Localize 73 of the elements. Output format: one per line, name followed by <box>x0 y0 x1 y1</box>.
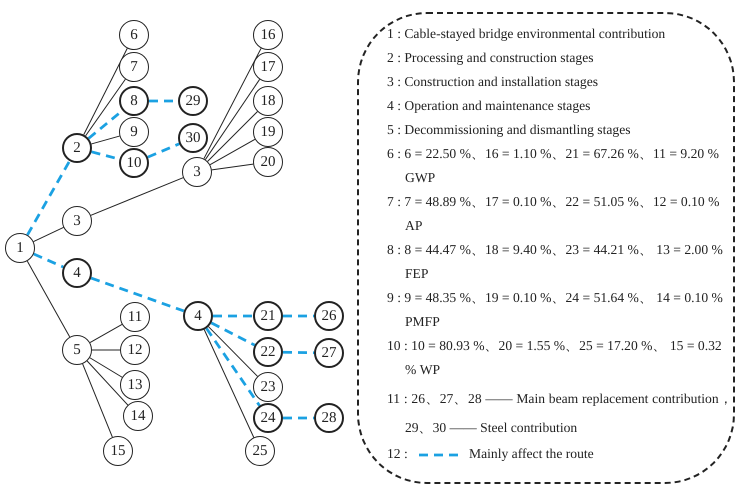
connector-line <box>90 324 122 344</box>
connector-line <box>90 136 120 144</box>
dashed-line <box>210 322 256 346</box>
connector-line <box>26 260 70 338</box>
numbered-circle: 27 <box>314 338 344 368</box>
numbered-circle: 30 <box>178 123 208 153</box>
dashed-line <box>26 160 71 236</box>
legend-text: 5 : Decommissioning and dismantling stages <box>387 121 631 139</box>
legend-text: 10 : 10 = 80.93 %、20 = 1.55 %、25 = 17.20 %、 15 = 0.32 % WP <box>387 337 723 379</box>
connector-line <box>82 363 113 438</box>
numbered-circle: 5 <box>62 335 92 365</box>
legend-text: 1 : Cable-stayed bridge environmental contribution <box>387 25 666 43</box>
legend-text: 12 : <box>387 445 408 463</box>
numbered-circle: 16 <box>253 20 283 50</box>
numbered-circle: 26 <box>314 301 344 331</box>
legend-text: 3 : Construction and installation stages <box>387 73 598 91</box>
numbered-circle: 13 <box>120 370 150 400</box>
numbered-circle: 9 <box>119 117 149 147</box>
legend-text: 11 : 26、27、28 —— Main beam replacement contribution，29、30 —— Steel contribution <box>387 390 733 437</box>
connector-line <box>89 357 123 378</box>
connector-line <box>86 360 128 406</box>
numbered-circle: 14 <box>123 401 153 431</box>
numbered-circle: 29 <box>178 86 208 116</box>
dashed-line <box>33 252 64 268</box>
dashed-line <box>213 314 253 318</box>
numbered-circle: 6 <box>119 20 149 50</box>
legend-text: 4 : Operation and maintenance stages <box>387 97 590 115</box>
connector-line <box>210 138 256 166</box>
legend-text: 2 : Processing and construction stages <box>387 49 594 67</box>
dashed-line <box>283 314 314 318</box>
numbered-circle: 21 <box>253 301 283 331</box>
legend-text: 9 : 9 = 48.35 %、19 = 0.10 %、24 = 51.64 %、 14 = 0.10 % PMFP <box>387 289 724 331</box>
connector-line <box>33 226 64 242</box>
connector-line <box>204 78 260 160</box>
numbered-circle: 23 <box>253 372 283 402</box>
numbered-circle: 22 <box>253 337 283 367</box>
numbered-circle: 20 <box>253 147 283 177</box>
numbered-circle: 28 <box>314 403 344 433</box>
legend-text: 8 : 8 = 44.47 %、18 = 9.40 %、23 = 44.21 %、 13 = 2.00 % FEP <box>387 241 724 283</box>
numbered-circle: 3 <box>182 157 212 187</box>
legend-text: Mainly affect the route <box>469 445 594 463</box>
numbered-circle: 12 <box>120 335 150 365</box>
numbered-circle: 19 <box>253 117 283 147</box>
numbered-circle: 25 <box>245 436 275 466</box>
connector-line <box>83 48 128 136</box>
numbered-circle: 8 <box>119 86 149 116</box>
numbered-circle: 1 <box>5 233 35 263</box>
dashed-line <box>90 276 184 312</box>
legend-text: 7 : 7 = 48.89 %、17 = 0.10 %、22 = 51.05 %、12 = 0.10 % AP <box>387 193 720 235</box>
numbered-circle: 24 <box>253 403 283 433</box>
connector-line <box>211 164 254 170</box>
numbered-circle: 4 <box>183 301 213 331</box>
numbered-circle: 11 <box>120 302 150 332</box>
numbered-circle: 7 <box>119 52 149 82</box>
connector-line <box>203 48 262 160</box>
dashed-line <box>282 350 314 354</box>
connector-line <box>204 329 254 438</box>
dashed-line <box>147 142 180 158</box>
numbered-circle: 3 <box>62 206 92 236</box>
numbered-circle: 4 <box>62 258 92 288</box>
numbered-circle: 17 <box>253 52 283 82</box>
dashed-line <box>205 328 261 406</box>
connector-line <box>90 177 184 216</box>
connector-line <box>207 111 258 162</box>
connector-line <box>85 78 126 136</box>
legend-text: 6 : 6 = 22.50 %、16 = 1.10 %、21 = 67.26 %、11 = 9.20 % GWP <box>387 145 720 187</box>
dashed-line <box>283 416 314 420</box>
dashed-rounded-box <box>357 12 735 484</box>
connector-line <box>208 326 258 377</box>
numbered-circle: 15 <box>103 436 133 466</box>
numbered-circle: 10 <box>119 148 149 178</box>
numbered-circle: 2 <box>62 133 92 163</box>
numbered-circle: 18 <box>253 86 283 116</box>
